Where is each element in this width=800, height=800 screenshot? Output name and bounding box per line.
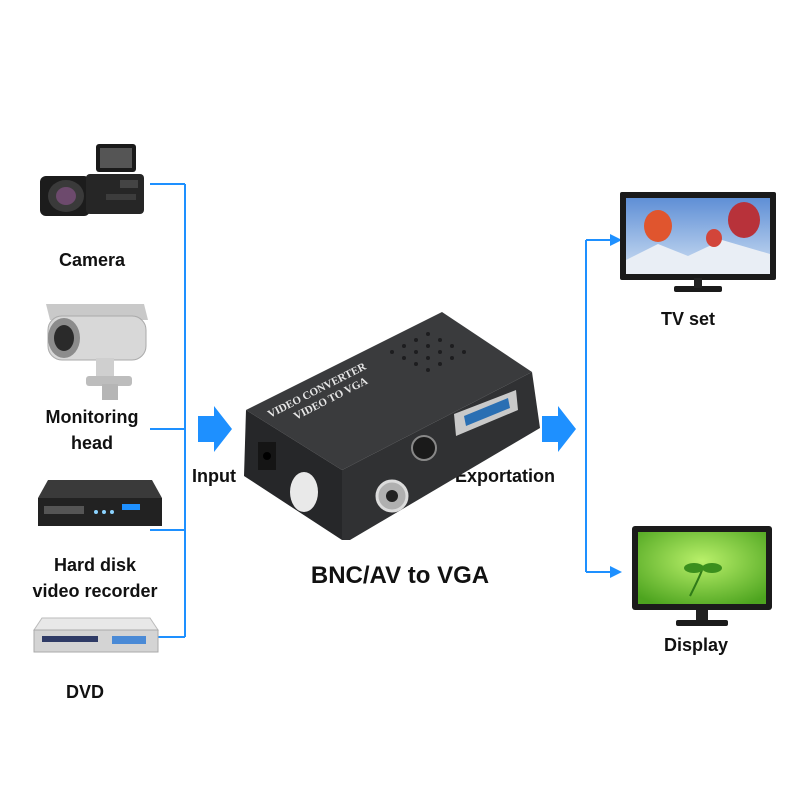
diagram-title: BNC/AV to VGA <box>310 562 490 589</box>
label-camera: Camera <box>58 250 126 270</box>
label-tv-set: TV set <box>660 309 716 329</box>
camcorder-icon <box>36 138 154 228</box>
output-arrow <box>542 406 576 452</box>
input-label: Input <box>192 466 236 486</box>
tv-icon <box>618 190 780 298</box>
exportation-label: Exportation <box>454 466 555 486</box>
monitor-icon <box>630 524 776 630</box>
arrowhead-tv <box>610 234 622 246</box>
video-converter-box-icon <box>232 306 552 546</box>
label-monitoring-head: Monitoring head <box>45 407 139 453</box>
label-display: Display <box>663 635 729 655</box>
arrowhead-display <box>610 566 622 578</box>
cctv-camera-icon <box>40 296 154 402</box>
dvr-icon <box>34 476 162 530</box>
dvd-player-icon <box>32 614 160 658</box>
converter-text-group: VIDEO CONVERTER VIDEO TO VGA <box>266 360 370 423</box>
input-arrow <box>198 406 232 452</box>
label-dvd: DVD <box>65 682 104 702</box>
label-dvr: Hard disk video recorder <box>32 555 158 601</box>
